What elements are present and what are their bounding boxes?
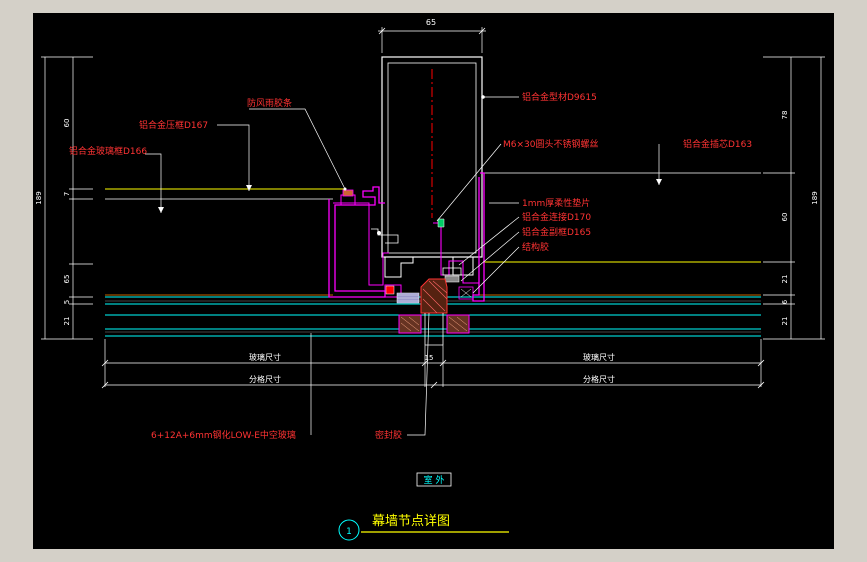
top-dimension xyxy=(378,27,486,53)
right-dim-total: 189 xyxy=(811,191,819,204)
center-joint-dimension: 15 xyxy=(425,354,434,362)
drawing-title: 幕墙节点详图 xyxy=(372,514,450,529)
label-gasket: 1mm厚柔性垫片 xyxy=(522,197,590,209)
right-dim-4: 6 xyxy=(781,299,789,304)
label-press-plate: 铝合金压框D167 xyxy=(139,119,208,131)
glass-size-right: 玻璃尺寸 xyxy=(583,352,615,362)
left-dim-total: 189 xyxy=(35,191,43,204)
leader-arrows xyxy=(158,95,662,213)
label-pressing-frame: 铝合金副框D165 xyxy=(522,226,591,238)
left-dim-5: 21 xyxy=(63,317,71,326)
left-dim-2: 7 xyxy=(63,192,71,196)
right-dimension-chain xyxy=(763,56,825,340)
drawing-canvas: 65 189 60 7 65 5 21 xyxy=(33,13,834,549)
grid-size-right: 分格尺寸 xyxy=(583,374,615,384)
detail-number: 1 xyxy=(346,527,352,537)
label-frame-right: 铝合金插芯D163 xyxy=(683,138,752,150)
label-glass: 6+12A+6mm钢化LOW-E中空玻璃 xyxy=(151,429,296,441)
right-dim-5: 21 xyxy=(781,317,789,326)
glass-size-left: 玻璃尺寸 xyxy=(249,352,281,362)
bottom-dimensions xyxy=(101,339,765,389)
label-frame-left: 铝合金玻璃框D166 xyxy=(69,145,147,157)
sealant-blocks xyxy=(398,314,470,334)
center-gasket xyxy=(420,278,448,346)
right-dim-2: 60 xyxy=(781,213,789,222)
left-dim-4: 5 xyxy=(63,300,71,304)
right-dim-1: 78 xyxy=(781,111,789,120)
left-frame-profile xyxy=(328,186,420,304)
leader-lines xyxy=(145,96,660,436)
label-bolt: M6×30圆头不锈钢螺丝 xyxy=(503,138,599,150)
right-dim-3: 21 xyxy=(781,275,789,284)
left-dim-3: 65 xyxy=(63,275,71,284)
outdoor-tag-box xyxy=(416,472,452,487)
grid-size-left: 分格尺寸 xyxy=(249,374,281,384)
label-sealant: 密封胶 xyxy=(375,429,402,441)
label-structural-glue: 结构胶 xyxy=(522,241,549,253)
outdoor-label: 室 外 xyxy=(424,474,445,486)
label-rain-strip: 防风雨胶条 xyxy=(247,97,292,109)
mullion-profile xyxy=(371,56,483,278)
node-detail-drawing: 65 189 60 7 65 5 21 xyxy=(35,18,825,541)
left-dim-1: 60 xyxy=(63,119,71,128)
label-connector: 铝合金连接D170 xyxy=(522,211,591,223)
left-dimension-chain xyxy=(41,56,93,340)
reference-lines xyxy=(105,172,761,296)
label-mullion: 铝合金型材D9615 xyxy=(522,91,597,103)
top-dimension-value: 65 xyxy=(426,18,436,27)
detail-number-circle xyxy=(338,519,360,541)
